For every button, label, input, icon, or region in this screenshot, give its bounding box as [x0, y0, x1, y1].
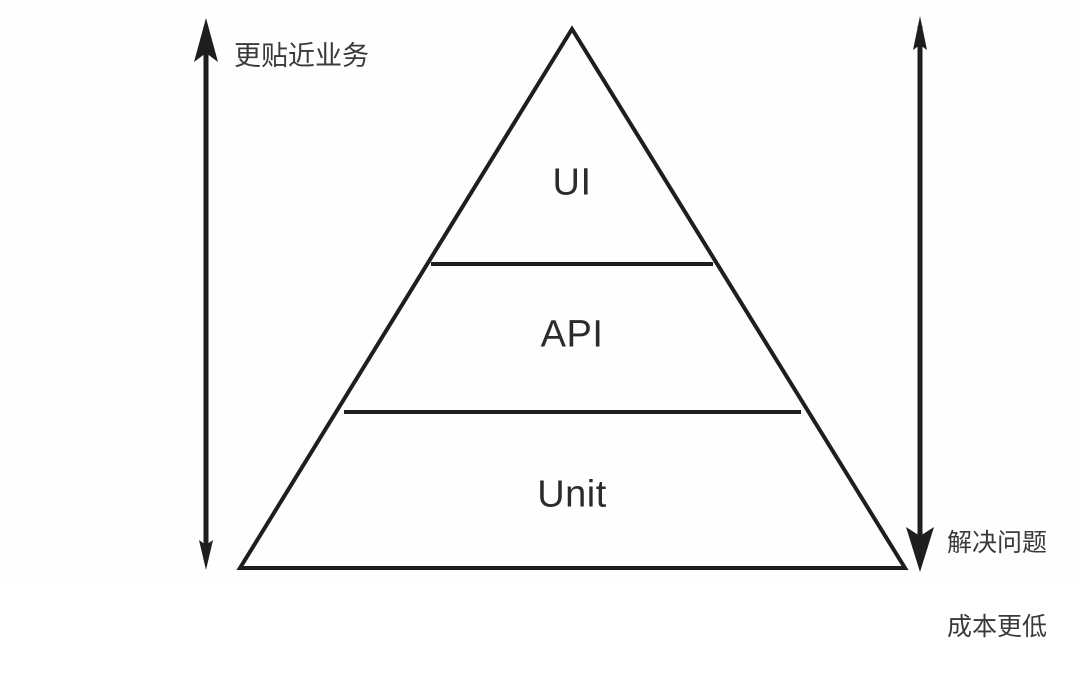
- diagram-canvas: UI API Unit 更贴近业务 解决问题 成本更低: [194, 16, 1048, 641]
- right-axis-caption-line-1: 解决问题: [947, 529, 1048, 557]
- pyramid-outline: [236, 25, 909, 570]
- right-axis-arrowhead-down: [906, 527, 934, 572]
- left-axis-arrow: [194, 18, 218, 570]
- left-axis-arrowhead-down: [199, 540, 213, 570]
- right-axis-arrow: [906, 16, 934, 572]
- test-pyramid-diagram: [194, 16, 934, 572]
- tier-label-ui: UI: [552, 161, 592, 204]
- right-axis-caption: 解决问题 成本更低: [947, 473, 1047, 697]
- left-axis-arrowhead-up: [194, 18, 218, 62]
- left-axis-caption: 更贴近业务: [234, 41, 369, 71]
- tier-label-api: API: [540, 313, 604, 356]
- tier-label-unit: Unit: [537, 473, 607, 516]
- right-axis-caption-line-2: 成本更低: [947, 613, 1048, 641]
- right-axis-arrowhead-up: [913, 16, 927, 50]
